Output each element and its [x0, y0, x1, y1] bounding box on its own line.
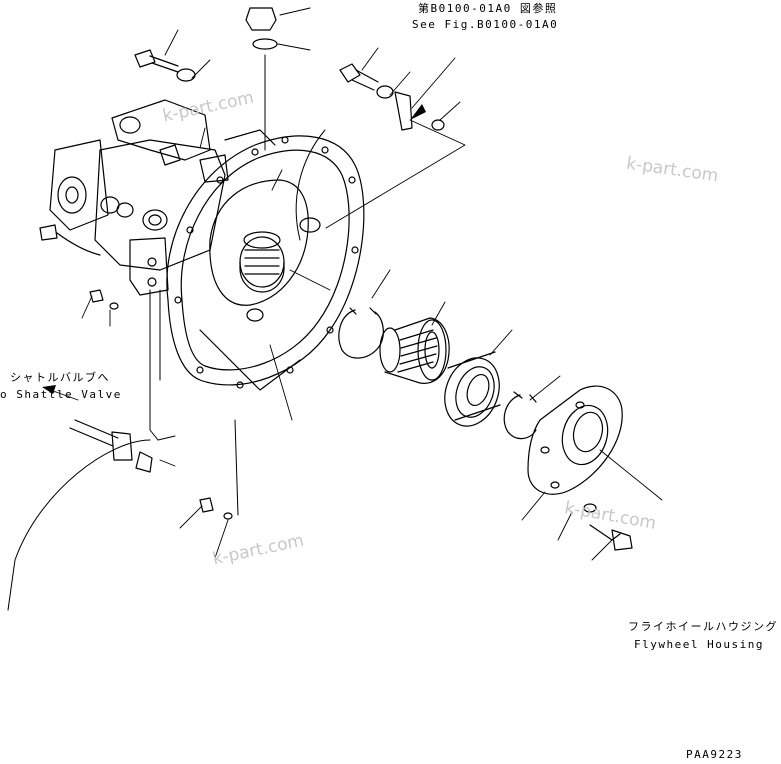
bearing-housing — [527, 385, 623, 495]
pump-assembly — [39, 99, 276, 296]
top-plug — [245, 7, 278, 50]
arrowheads — [42, 104, 426, 394]
drawing-code: PAA9223 — [686, 748, 743, 761]
snap-ring-2 — [503, 391, 537, 440]
flywheel-housing-label-en: Flywheel Housing — [634, 638, 764, 651]
roller-bearing — [379, 317, 450, 384]
reference-label-jp: 第B0100-01A0 図参照 — [418, 2, 558, 15]
reference-label-en: See Fig.B0100-01A0 — [412, 18, 559, 31]
bolt-top-right — [339, 63, 445, 131]
snap-ring-1 — [338, 307, 384, 359]
shuttle-valve-label-jp: シャトルバルブへ — [10, 371, 110, 384]
small-fittings — [89, 289, 233, 520]
bolt-long-shuttle — [69, 419, 153, 473]
ball-bearing — [444, 351, 501, 427]
shuttle-valve-label-en: o Shattle Valve — [0, 388, 122, 401]
flywheel-housing-label-jp: フライホイールハウジング — [628, 620, 778, 633]
splined-shaft — [239, 231, 285, 293]
piping — [7, 54, 326, 611]
pump-flange — [166, 135, 365, 391]
leader-lines — [44, 7, 663, 561]
